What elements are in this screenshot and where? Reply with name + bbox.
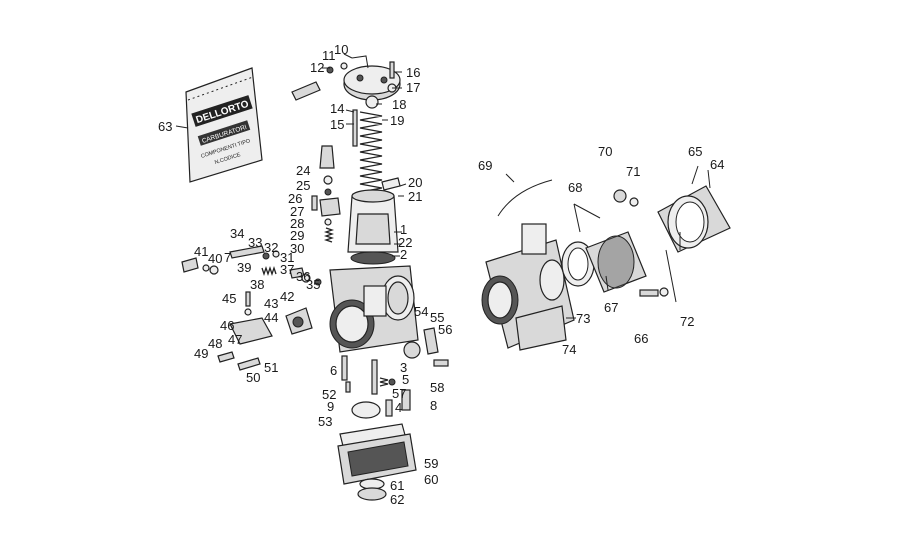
label-50: 50 [246, 370, 260, 385]
label-56: 56 [438, 322, 452, 337]
label-48: 48 [208, 336, 222, 351]
label-63: 63 [158, 119, 172, 134]
label-30: 30 [290, 241, 304, 256]
throttle-slide [347, 189, 399, 265]
intake-assembly [481, 179, 731, 351]
label-21: 21 [408, 189, 422, 204]
float-bowl [337, 423, 417, 501]
top-cap-assembly [291, 55, 401, 147]
label-45: 45 [222, 291, 236, 306]
label-67: 67 [604, 300, 618, 315]
label-11: 11 [322, 48, 336, 63]
label-49: 49 [194, 346, 208, 361]
label-41: 41 [194, 244, 208, 259]
label-7: 7 [224, 250, 231, 265]
label-47: 47 [228, 332, 242, 347]
label-46: 46 [220, 318, 234, 333]
label-10: 10 [334, 42, 348, 57]
label-33: 33 [248, 235, 262, 250]
label-74: 74 [562, 342, 576, 357]
label-58: 58 [430, 380, 444, 395]
jet-parts [341, 355, 411, 419]
carburetor-body [329, 265, 449, 367]
label-25: 25 [296, 178, 310, 193]
label-39: 39 [237, 260, 251, 275]
label-70: 70 [598, 144, 612, 159]
label-24: 24 [296, 163, 310, 178]
mixture-screw-parts [181, 245, 322, 371]
part-number-labels: 1 2 3 4 5 6 7 8 9 10 11 12 14 15 16 17 1… [158, 42, 724, 507]
label-37: 37 [280, 262, 294, 277]
label-29: 29 [290, 228, 304, 243]
label-71: 71 [626, 164, 640, 179]
label-68: 68 [568, 180, 582, 195]
label-2: 2 [400, 247, 407, 262]
label-34: 34 [230, 226, 244, 241]
label-19: 19 [390, 113, 404, 128]
label-1: 1 [400, 222, 407, 237]
label-73: 73 [576, 311, 590, 326]
label-5: 5 [402, 372, 409, 387]
label-60: 60 [424, 472, 438, 487]
leader-lines [175, 53, 711, 319]
label-31: 31 [280, 250, 294, 265]
label-17: 17 [406, 80, 420, 95]
label-26: 26 [288, 191, 302, 206]
label-42: 42 [280, 289, 294, 304]
label-38: 38 [250, 277, 264, 292]
label-54: 54 [414, 304, 428, 319]
label-22: 22 [398, 235, 412, 250]
label-61: 61 [390, 478, 404, 493]
label-55: 55 [430, 310, 444, 325]
label-32: 32 [264, 240, 278, 255]
label-6: 6 [330, 363, 337, 378]
label-18: 18 [392, 97, 406, 112]
label-72: 72 [680, 314, 694, 329]
label-62: 62 [390, 492, 404, 507]
label-57: 57 [392, 386, 406, 401]
label-27: 27 [290, 204, 304, 219]
label-59: 59 [424, 456, 438, 471]
label-12: 12 [310, 60, 324, 75]
label-9: 9 [327, 399, 334, 414]
label-65: 65 [688, 144, 702, 159]
label-44: 44 [264, 310, 278, 325]
slide-spring [359, 111, 383, 197]
label-36: 36 [296, 269, 310, 284]
label-40: 40 [208, 251, 222, 266]
label-64: 64 [710, 157, 724, 172]
label-53: 53 [318, 414, 332, 429]
label-20: 20 [408, 175, 422, 190]
label-52: 52 [322, 387, 336, 402]
label-3: 3 [400, 360, 407, 375]
label-4: 4 [395, 400, 402, 415]
choke-plunger-parts [311, 145, 341, 243]
label-35: 35 [306, 277, 320, 292]
label-16: 16 [406, 65, 420, 80]
label-69: 69 [478, 158, 492, 173]
gasket-kit-bag: DELLORTO CARBURATORI COMPONENTI TIPO N.C… [185, 67, 263, 183]
label-43: 43 [264, 296, 278, 311]
label-14: 14 [330, 101, 344, 116]
label-15: 15 [330, 117, 344, 132]
label-28: 28 [290, 216, 304, 231]
label-8: 8 [430, 398, 437, 413]
label-51: 51 [264, 360, 278, 375]
label-66: 66 [634, 331, 648, 346]
